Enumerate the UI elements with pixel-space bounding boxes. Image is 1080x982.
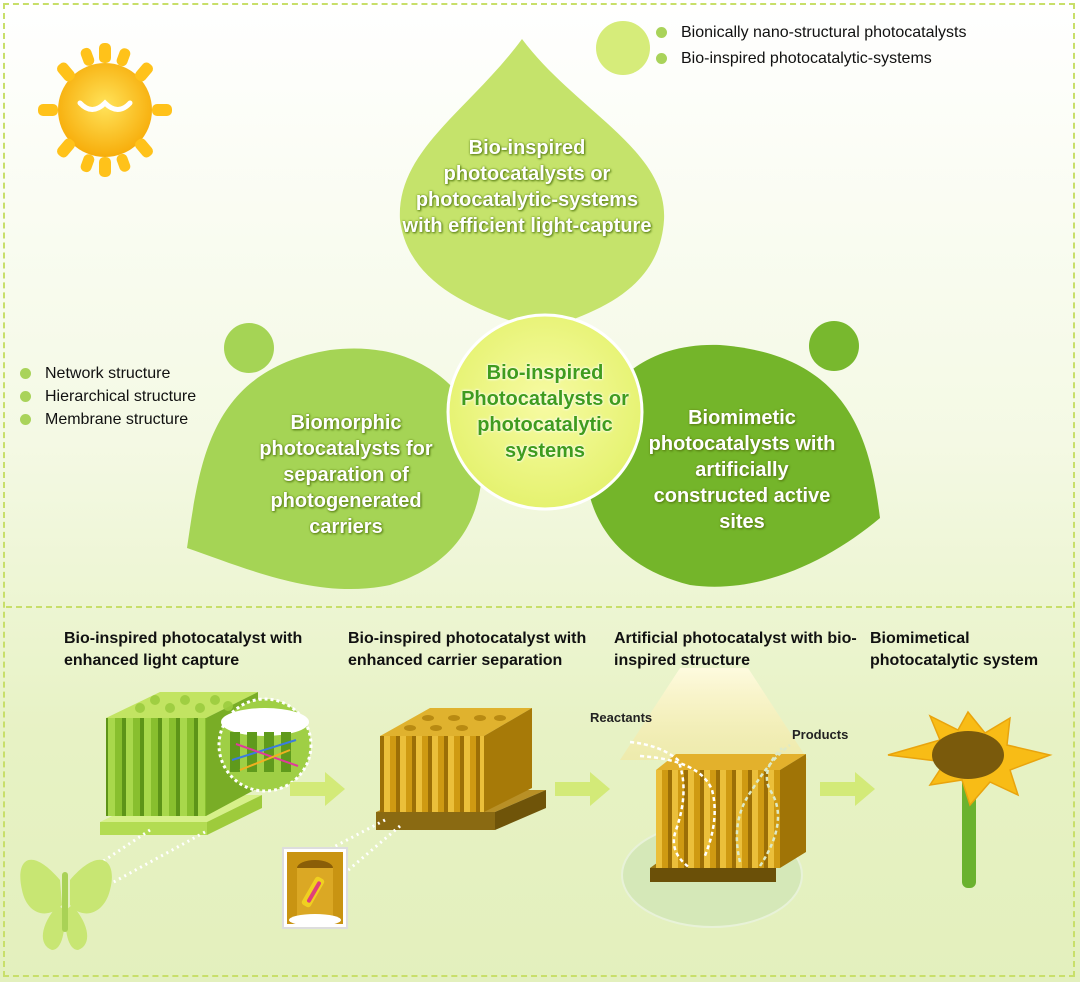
butterfly-icon xyxy=(20,859,112,950)
legend-left-item: Network structure xyxy=(20,365,196,388)
legend-left-item: Hierarchical structure xyxy=(20,388,196,411)
zoom-detail-green xyxy=(230,732,299,772)
petal-right-text: Biomimetic photocatalysts with artificia… xyxy=(648,407,836,533)
arrow-1 xyxy=(290,772,345,806)
gold-nanostructure-1 xyxy=(376,708,546,830)
products-label: Products xyxy=(792,727,849,742)
legend-left: Network structure Hierarchical structure… xyxy=(20,365,196,434)
center-circle xyxy=(446,313,644,511)
petal-right-shape xyxy=(584,344,880,587)
center-text: Bio-inspired Photocatalysts or photocata… xyxy=(461,362,629,462)
arrow-2 xyxy=(555,772,610,806)
gold-nanostructure-2 xyxy=(650,754,806,882)
petal-left-text: Biomorphic photocatalysts for separation… xyxy=(259,412,433,538)
caption-carrier-separation: Bio-inspired photocatalyst with enhanced… xyxy=(348,630,587,669)
caption-artificial: Artificial photocatalyst with bio-inspir… xyxy=(614,630,857,669)
deco-circle-top xyxy=(596,21,650,75)
caption-light-capture: Bio-inspired photocatalyst with enhanced… xyxy=(64,630,303,669)
reactants-label: Reactants xyxy=(590,710,653,725)
legend-top: Bionically nano-structural photocatalyst… xyxy=(656,24,966,76)
deco-circle-left xyxy=(224,323,274,373)
dashed-border xyxy=(3,3,1075,977)
sunflower-icon xyxy=(887,710,1053,888)
petal-top-text: Bio-inspired photocatalysts or photocata… xyxy=(402,137,652,237)
petal-left-shape xyxy=(187,348,483,590)
zoom-box-gold xyxy=(282,847,348,929)
light-beam xyxy=(620,668,808,760)
petal-top-shape xyxy=(399,39,665,330)
legend-left-item: Membrane structure xyxy=(20,411,196,434)
section-divider xyxy=(6,606,1072,608)
sun-icon xyxy=(38,43,172,177)
legend-top-item: Bio-inspired photocatalytic-systems xyxy=(656,50,966,76)
caption-biomimetical: Biomimetical photocatalytic system xyxy=(870,630,1039,669)
arrow-3 xyxy=(820,772,875,806)
legend-top-item: Bionically nano-structural photocatalyst… xyxy=(656,24,966,50)
deco-circle-right xyxy=(809,321,859,371)
